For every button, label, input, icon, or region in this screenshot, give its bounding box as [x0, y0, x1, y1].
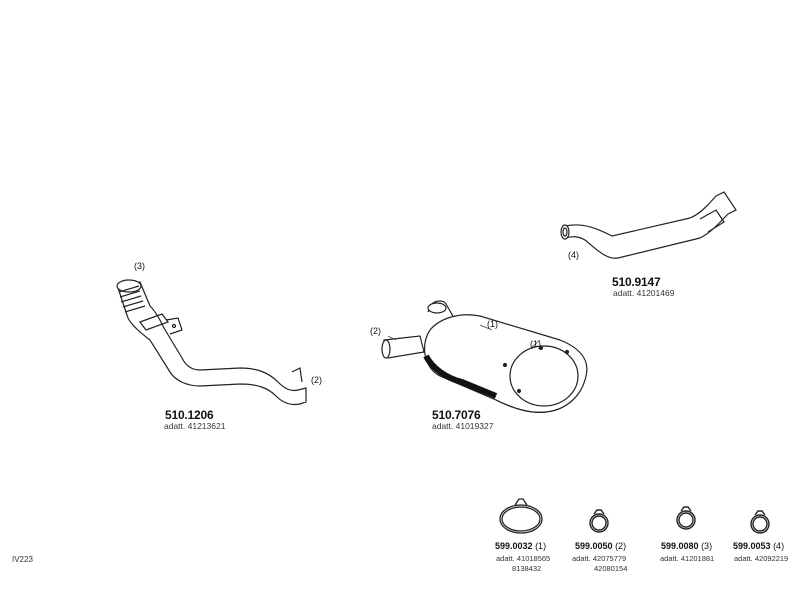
clamp-4-label: 599.0053 (4)	[733, 542, 784, 551]
clamp-2-label: 599.0050 (2)	[575, 542, 626, 551]
clamp-3-qty: (3)	[701, 541, 713, 551]
clamp-4-part-number: 599.0053	[733, 541, 771, 551]
clamp-4-qty: (4)	[773, 541, 785, 551]
clamp-2-part-number: 599.0050	[575, 541, 613, 551]
clamp-2-adapter-2: 42080154	[594, 564, 628, 573]
leader-lines	[387, 324, 541, 348]
clamp-1-part-number: 599.0032	[495, 541, 533, 551]
clamp-3-part-number: 599.0080	[661, 541, 699, 551]
front-pipe-callout-top: (3)	[134, 261, 145, 271]
silencer-callout-top: (1)	[487, 319, 498, 329]
clamp-1-adapter-2: 8138432	[512, 564, 542, 573]
clamp-1-qty: (1)	[535, 541, 547, 551]
silencer-callout-mid: (1)	[530, 339, 541, 349]
tail-pipe-part-number: 510.9147	[612, 275, 661, 289]
clamp-4-drawing	[750, 510, 770, 534]
silencer-adapter: adatt. 41019327	[432, 421, 494, 431]
front-pipe-drawing	[116, 279, 307, 406]
clamp-3-label: 599.0080 (3)	[661, 542, 712, 551]
front-pipe-adapter: adatt. 41213621	[164, 421, 226, 431]
tail-pipe-adapter: adatt. 41201469	[613, 288, 675, 298]
clamp-2-adapter-1: adatt. 42075779	[572, 554, 627, 563]
clamp-1-drawing	[499, 498, 543, 534]
front-pipe-callout-side: (2)	[311, 375, 322, 385]
diagram-code: IV223	[12, 555, 33, 564]
clamp-4-adapter-1: adatt. 42092219	[734, 554, 789, 563]
silencer-callout-inlet: (2)	[370, 326, 381, 336]
silencer-part-number: 510.7076	[432, 408, 481, 422]
clamp-3-adapter-1: adatt. 41201881	[660, 554, 715, 563]
clamp-1-label: 599.0032 (1)	[495, 542, 546, 551]
clamp-2-qty: (2)	[615, 541, 627, 551]
front-pipe-part-number: 510.1206	[165, 408, 214, 422]
clamp-3-drawing	[676, 506, 696, 530]
clamp-2-drawing	[589, 509, 609, 533]
silencer-drawing	[381, 300, 588, 413]
tail-pipe-drawing	[560, 191, 737, 259]
clamp-1-adapter-1: adatt. 41018565	[496, 554, 551, 563]
tail-pipe-callout: (4)	[568, 250, 579, 260]
